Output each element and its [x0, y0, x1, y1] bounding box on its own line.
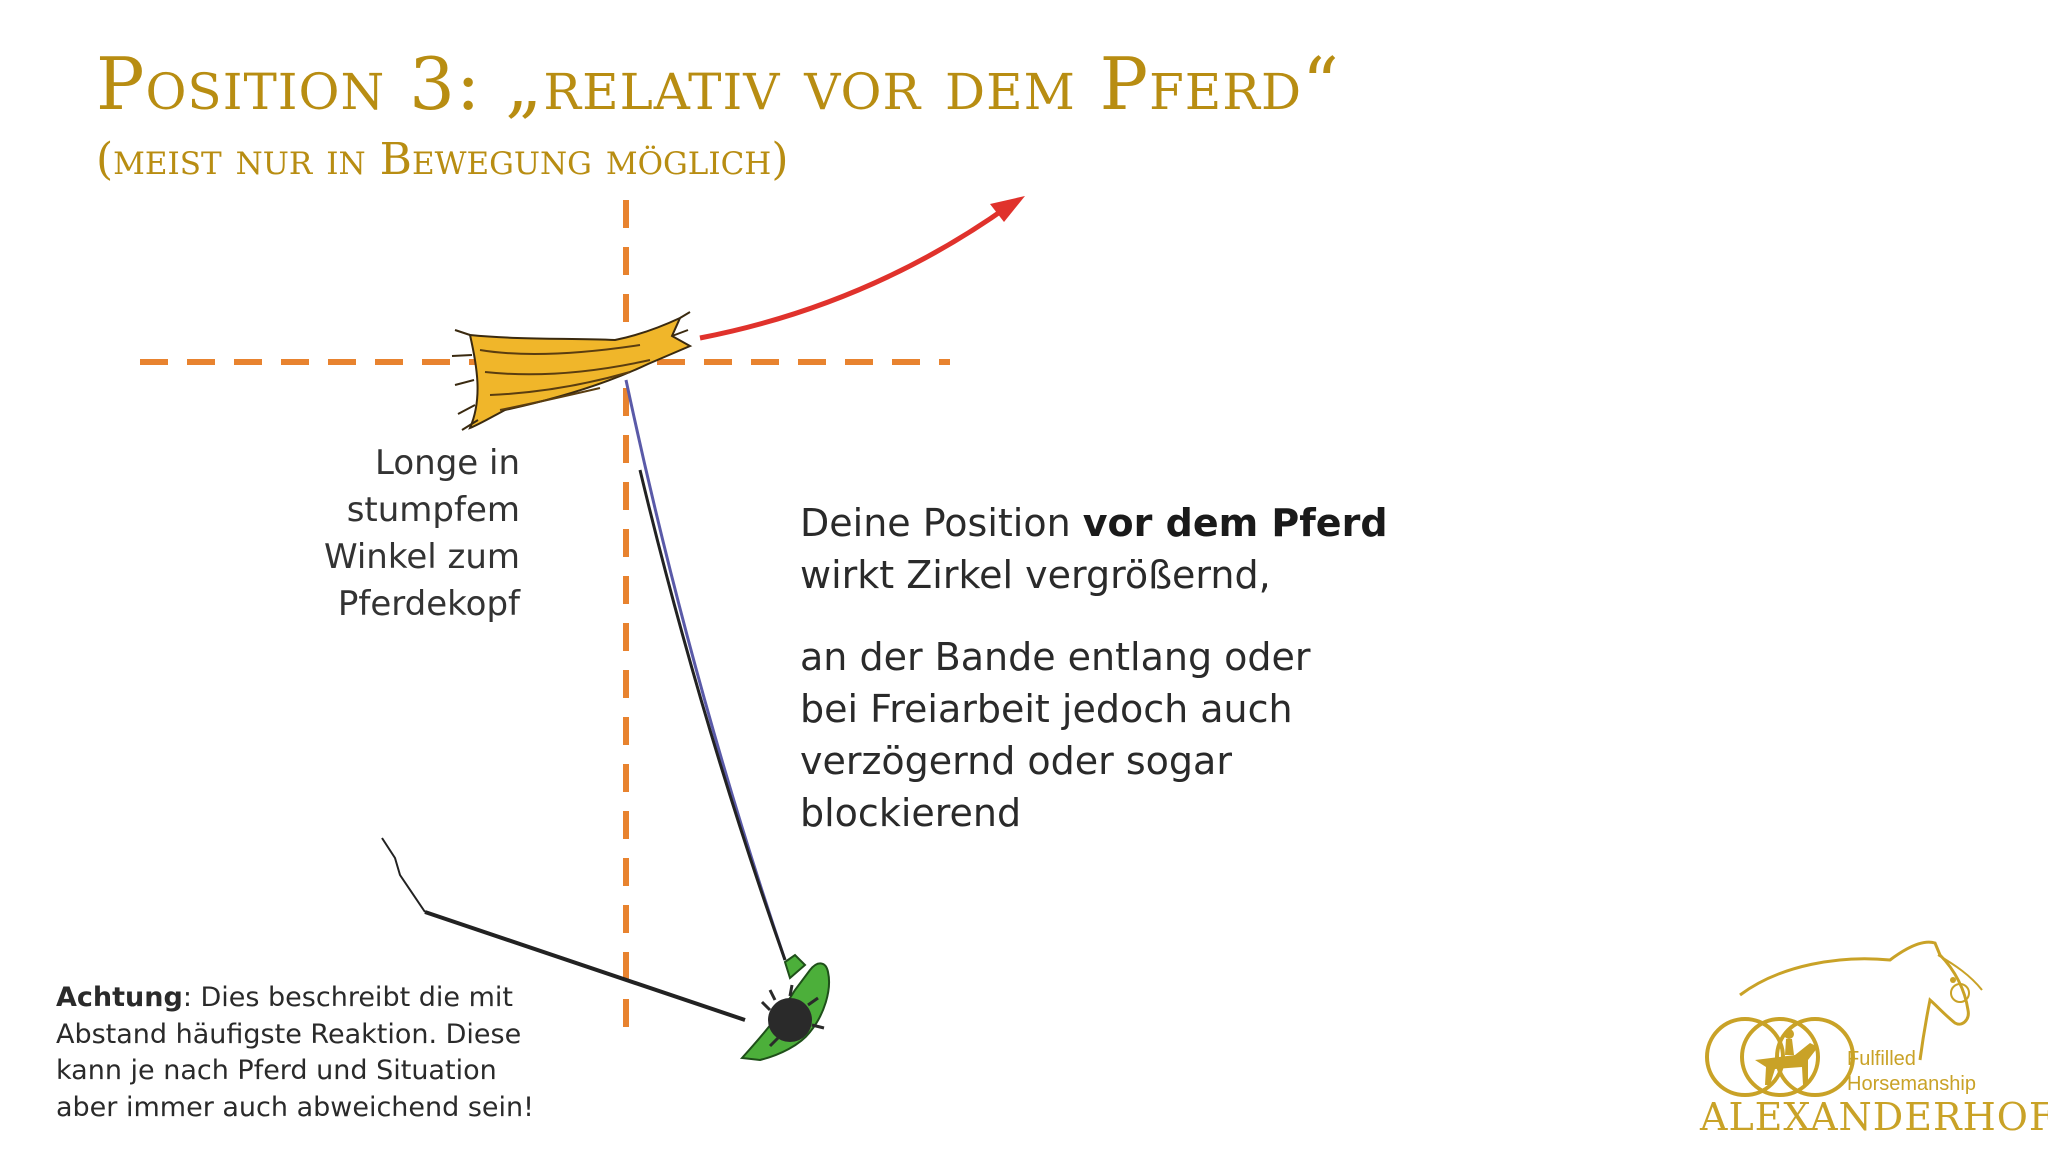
note-line: Achtung: Dies beschreibt die mit [56, 980, 576, 1017]
description-rest: wirkt Zirkel vergrößernd, [800, 553, 1271, 597]
longe-label-line: Pferdekopf [337, 584, 520, 624]
description-line: verzögernd oder sogar [800, 739, 1232, 783]
longe-rope-lower [638, 469, 787, 961]
horse-head-icon [451, 311, 693, 431]
longe-label-line: Winkel zum [323, 537, 520, 577]
warning-note: Achtung: Dies beschreibt die mit Abstand… [56, 980, 576, 1126]
position-description: Deine Position vor dem Pferd wirkt Zirke… [800, 497, 1440, 869]
note-text: : Dies beschreibt die mit [182, 982, 513, 1013]
description-line: an der Bande entlang oder [800, 635, 1311, 679]
description-paragraph-2: an der Bande entlang oder bei Freiarbeit… [800, 631, 1440, 839]
note-line: aber immer auch abweichend sein! [56, 1091, 534, 1123]
logo-line-2: Horsemanship [1847, 1073, 1976, 1095]
lunging-whip [381, 837, 746, 1022]
person-icon [739, 953, 830, 1062]
logo-line-1: Fulfilled [1847, 1048, 1916, 1070]
longe-rope [624, 379, 787, 961]
description-paragraph-1: Deine Position vor dem Pferd wirkt Zirke… [800, 497, 1440, 601]
longe-angle-label: Longe in stumpfem Winkel zum Pferdekopf [250, 440, 520, 628]
page-title: Position 3: „relativ vor dem Pferd“ [96, 42, 1340, 126]
description-bold: vor dem Pferd [1082, 501, 1388, 545]
longe-label-line: stumpfem [346, 490, 520, 530]
logo-name: ALEXANDERHOF [1700, 1095, 2048, 1139]
description-line: bei Freiarbeit jedoch auch [800, 687, 1293, 731]
description-line: blockierend [800, 791, 1022, 835]
description-prefix: Deine Position [800, 501, 1083, 545]
note-bold: Achtung [56, 982, 183, 1013]
alexanderhof-logo: Fulfilled Horsemanship ALEXANDERHOF [1700, 935, 2048, 1139]
note-line: Abstand häufigste Reaktion. Diese [56, 1018, 522, 1050]
page-subtitle: (meist nur in Bewegung möglich) [96, 134, 789, 185]
longe-label-line: Longe in [375, 443, 520, 483]
note-line: kann je nach Pferd und Situation [56, 1055, 497, 1086]
direction-arrow-icon [699, 196, 1025, 341]
horse-rider-logo-icon [1705, 940, 1983, 1097]
